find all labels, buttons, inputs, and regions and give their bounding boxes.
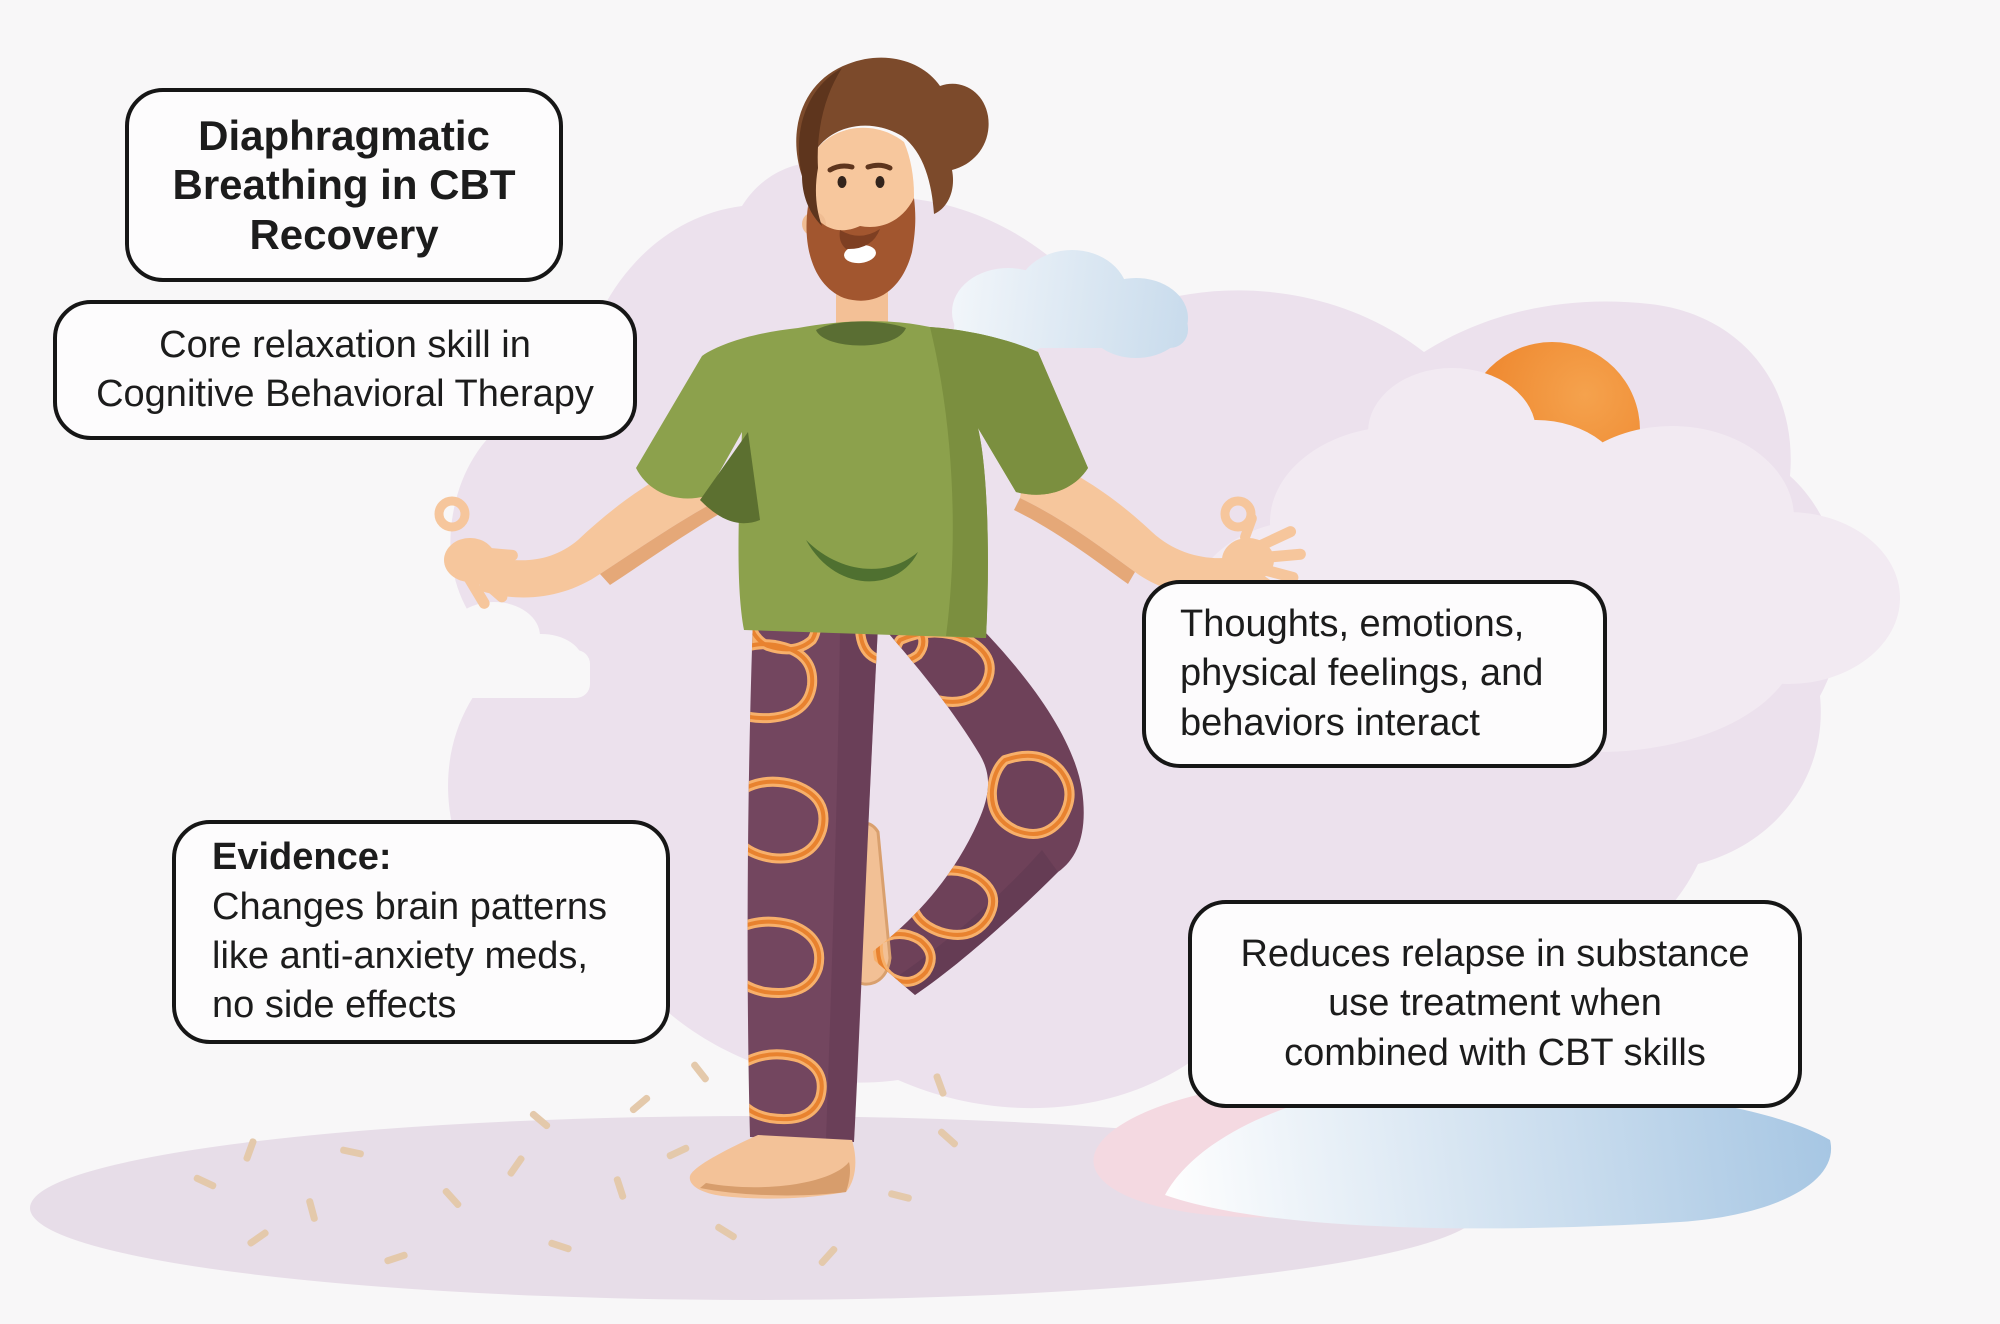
blue-cloud-icon [952,250,1188,358]
yoga-man-illustration [434,57,1306,1199]
left-eyebrow [827,163,855,173]
confetti-dashes [193,1061,959,1267]
evidence-callout-box: Evidence: Changes brain patterns like an… [172,820,670,1044]
right-arm [1014,452,1306,597]
collar [816,321,906,346]
left-hand [434,496,521,609]
torso-shirt [636,321,1088,638]
interaction-text: Thoughts, emotions, physical feelings, a… [1180,602,1544,744]
evidence-label: Evidence: [212,836,392,879]
hair [796,57,989,214]
white-cloud-icon [398,602,590,698]
shirt-fold [806,540,918,582]
title-text: Diaphragmatic Breathing in CBT Recovery [172,111,516,258]
head [796,57,989,301]
bottom-blue-blob [1165,1081,1832,1229]
right-eyebrow [865,162,893,171]
legs [689,618,1084,1199]
pants-pattern [747,618,1075,1124]
evidence-body: Changes brain patterns like anti-anxiety… [212,885,608,1027]
relapse-text: Reduces relapse in substance use treatme… [1240,932,1750,1074]
relapse-callout-box: Reduces relapse in substance use treatme… [1188,900,1802,1108]
standing-leg [747,618,878,1142]
right-eye [875,176,885,188]
smile [844,244,876,264]
title-box: Diaphragmatic Breathing in CBT Recovery [125,88,563,282]
left-eye [837,176,847,188]
subtitle-box: Core relaxation skill in Cognitive Behav… [53,300,637,440]
bent-leg [868,618,1084,995]
mustache [839,229,880,250]
subtitle-text: Core relaxation skill in Cognitive Behav… [96,323,594,415]
interaction-callout-box: Thoughts, emotions, physical feelings, a… [1142,580,1607,768]
